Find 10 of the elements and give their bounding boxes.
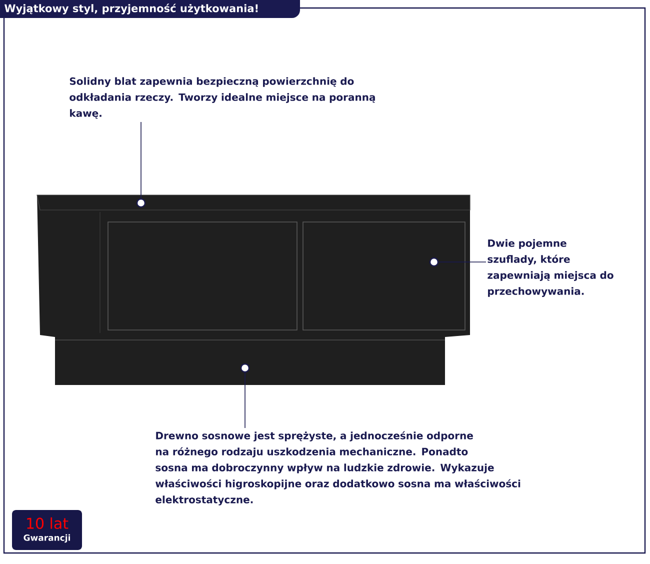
marker-dot bbox=[429, 257, 439, 267]
callout-text: Solidny blat zapewnia bezpieczną powierzchnię do odkładania rzeczy. Tworzy idealne miejsce na poranną kawę. bbox=[70, 77, 375, 119]
callout-text: Drewno sosnowe jest sprężyste, a jednocześnie odporne na różnego rodzaju uszkodzenia mechaniczne. Ponadto sosna ma dobroczynny wpływ na ludzkie zdrowie. Wykazuje właściwości higroskopijne oraz dodatkowo sosna ma właściwości elektrostatyczne. bbox=[156, 431, 520, 506]
callout-text: Dwie pojemne szuflady, które zapewniają miejsca do przechowywania. bbox=[488, 239, 614, 297]
leader-line bbox=[140, 122, 142, 199]
leader-line bbox=[244, 372, 246, 428]
warranty-badge: 10 lat Gwarancji bbox=[12, 510, 82, 550]
marker-dot bbox=[240, 363, 250, 373]
title-tab: Wyjątkowy styl, przyjemność użytkowania! bbox=[0, 0, 300, 18]
marker-dot bbox=[136, 198, 146, 208]
